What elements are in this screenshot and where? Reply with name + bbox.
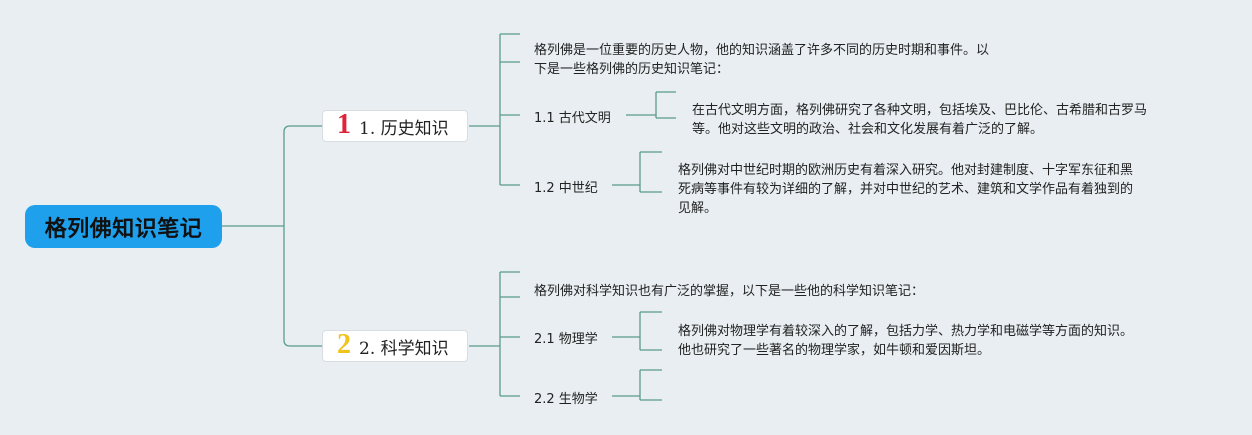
node-1-2-label[interactable]: 1.2 中世纪 <box>534 181 598 196</box>
detail-line: 格列佛对中世纪时期的欧洲历史有着深入研究。他对封建制度、十字军东征和黑 <box>678 163 1134 178</box>
branch-history-title: 1. 历史知识 <box>359 118 449 139</box>
detail-line: 在古代文明方面，格列佛研究了各种文明，包括埃及、巴比伦、古希腊和古罗马 <box>692 103 1148 118</box>
root-title: 格列佛知识笔记 <box>44 216 203 242</box>
node-2-1-detail[interactable]: 格列佛对物理学有着较深入的了解，包括力学、热力学和电磁学等方面的知识。 他也研究… <box>678 322 1133 360</box>
intro-line: 格列佛是一位重要的历史人物，他的知识涵盖了许多不同的历史时期和事件。以 <box>534 43 990 58</box>
detail-line: 他也研究了一些著名的物理学家，如牛顿和爱因斯坦。 <box>678 343 991 358</box>
node-2-1-label[interactable]: 2.1 物理学 <box>534 332 598 347</box>
node-2-2-label[interactable]: 2.2 生物学 <box>534 392 598 407</box>
root-node[interactable]: 格列佛知识笔记 <box>25 205 222 248</box>
priority-1-icon: 1 <box>337 109 351 140</box>
node-1-1-detail[interactable]: 在古代文明方面，格列佛研究了各种文明，包括埃及、巴比伦、古希腊和古罗马 等。他对… <box>692 101 1147 139</box>
detail-line: 死病等事件有较为详细的了解，并对中世纪的艺术、建筑和文学作品有着独到的 <box>678 182 1134 197</box>
detail-line: 等。他对这些文明的政治、社会和文化发展有着广泛的了解。 <box>692 122 1044 137</box>
root-trunk <box>283 125 291 347</box>
branch-history[interactable]: 1 1. 历史知识 <box>322 110 468 142</box>
node-1-2-detail[interactable]: 格列佛对中世纪时期的欧洲历史有着深入研究。他对封建制度、十字军东征和黑 死病等事… <box>678 161 1133 218</box>
branch-history-intro[interactable]: 格列佛是一位重要的历史人物，他的知识涵盖了许多不同的历史时期和事件。以 下是一些… <box>534 41 989 79</box>
intro-line: 下是一些格列佛的历史知识笔记： <box>534 62 730 77</box>
detail-line: 见解。 <box>678 201 718 216</box>
priority-2-icon: 2 <box>337 329 351 360</box>
branch-science-title: 2. 科学知识 <box>359 338 449 359</box>
branch-science-intro[interactable]: 格列佛对科学知识也有广泛的掌握，以下是一些他的科学知识笔记： <box>534 282 924 301</box>
branch-science[interactable]: 2 2. 科学知识 <box>322 330 468 362</box>
detail-line: 格列佛对物理学有着较深入的了解，包括力学、热力学和电磁学等方面的知识。 <box>678 324 1134 339</box>
node-1-1-label[interactable]: 1.1 古代文明 <box>534 111 611 126</box>
intro-line: 格列佛对科学知识也有广泛的掌握，以下是一些他的科学知识笔记： <box>534 284 925 299</box>
